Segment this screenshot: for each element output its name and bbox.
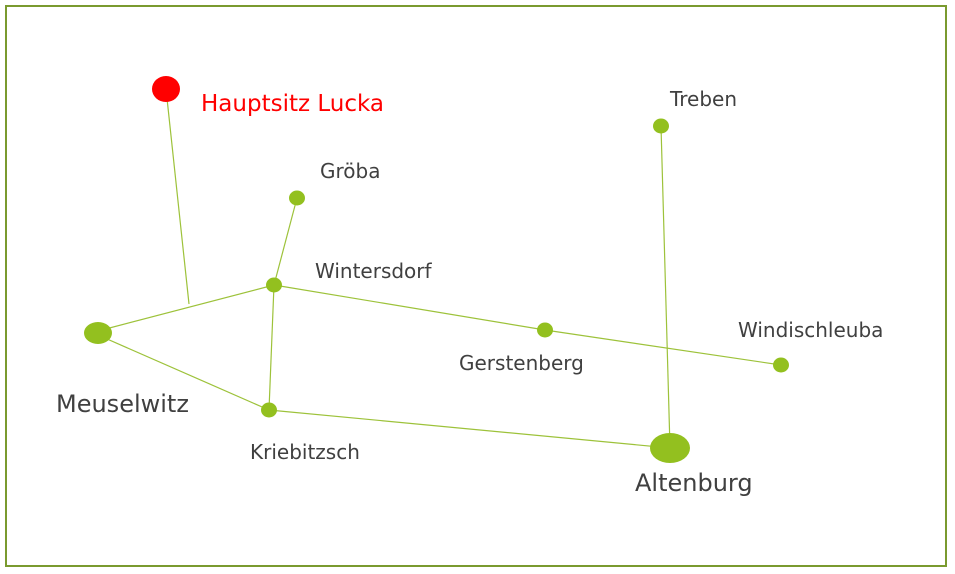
edge-treben-altenburg [660, 125, 671, 449]
node-groeba[interactable] [289, 190, 305, 206]
label-altenburg: Altenburg [635, 469, 753, 497]
node-hauptsitz-lucka[interactable] [152, 76, 180, 102]
node-windischleuba[interactable] [773, 357, 789, 373]
label-groeba: Gröba [320, 159, 380, 183]
node-meuselwitz[interactable] [84, 322, 112, 344]
nodes [84, 76, 789, 463]
node-kriebitzsch[interactable] [261, 402, 277, 418]
node-altenburg[interactable] [650, 433, 690, 463]
edge-meuselwitz-kriebitzsch [97, 334, 270, 411]
edge-kriebitzsch-altenburg [268, 409, 671, 449]
edge-wintersdorf-gerstenberg [273, 284, 546, 331]
diagram-frame [5, 5, 947, 567]
edge-hq-meuselwitz-line [165, 88, 190, 305]
label-meuselwitz: Meuselwitz [56, 390, 189, 418]
label-treben: Treben [669, 87, 737, 111]
label-hauptsitz-lucka: Hauptsitz Lucka [201, 91, 384, 117]
label-windischleuba: Windischleuba [738, 318, 883, 342]
edge-meuselwitz-wintersdorf [97, 284, 275, 332]
edge-wintersdorf-kriebitzsch [268, 284, 275, 411]
edge-gerstenberg-windischleuba [544, 329, 782, 366]
label-gerstenberg: Gerstenberg [459, 351, 584, 375]
node-treben[interactable] [653, 118, 669, 134]
node-wintersdorf[interactable] [266, 277, 282, 293]
label-wintersdorf: Wintersdorf [315, 259, 433, 283]
node-gerstenberg[interactable] [537, 322, 553, 338]
label-kriebitzsch: Kriebitzsch [250, 440, 360, 464]
connections [97, 88, 782, 449]
labels: Hauptsitz Lucka Treben Gröba Wintersdorf… [56, 87, 883, 497]
edge-groeba-wintersdorf [273, 197, 298, 286]
